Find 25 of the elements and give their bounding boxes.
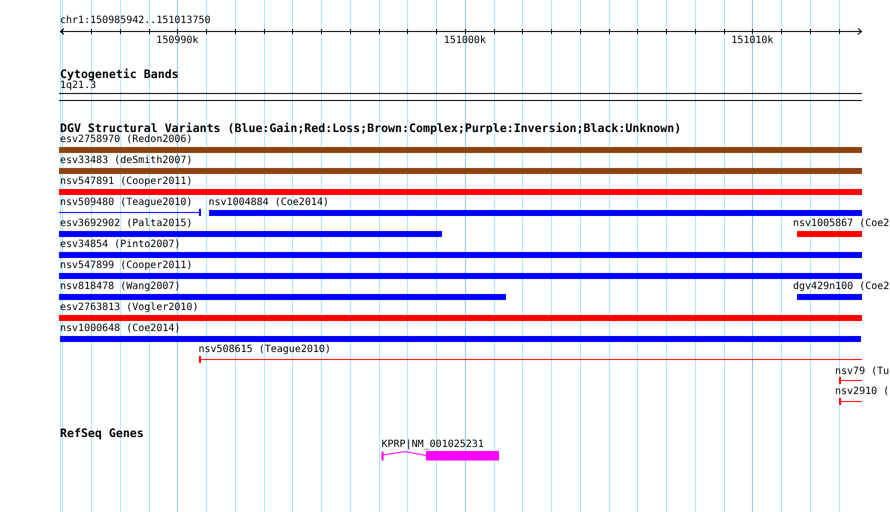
band-label: 1q21.3: [60, 80, 96, 92]
variant-label: esv34854 (Pinto2007): [60, 239, 180, 251]
variant-label: nsv79 (Tu: [835, 366, 890, 378]
variant-label: esv3692902 (Palta2015): [60, 218, 192, 230]
variant-label: esv2758970 (Redon2006): [60, 134, 192, 146]
track-heading: Cytogenetic Bands: [60, 68, 179, 80]
variant-label: nsv547891 (Cooper2011): [60, 176, 192, 188]
tick-label: 150990k: [156, 34, 198, 46]
variant-label: nsv509480 (Teague2010): [60, 197, 192, 209]
track-heading: RefSeq Genes: [60, 426, 144, 440]
variant-label: esv2763813 (Vogler2010): [60, 302, 198, 314]
variant-label: dgv429n100 (Coe2: [793, 280, 890, 293]
variant-label: nsv547899 (Cooper2011): [60, 260, 192, 272]
variant-label: nsv2910 (: [835, 386, 890, 398]
variant-label: nsv508615 (Teague2010): [198, 344, 331, 356]
tick-label: 151000k: [444, 34, 486, 46]
tick-label: 151010k: [731, 34, 774, 46]
gene-label: KPRP|NM_001025231: [382, 439, 484, 452]
variant-label: nsv1004884 (Coe2014): [208, 197, 329, 209]
variant-label: nsv1000648 (Coe2014): [60, 323, 180, 335]
track-heading: DGV Structural Variants (Blue:Gain;Red:Loss;Brown:Complex;Purple:Inversion;Black:Unknown): [60, 122, 682, 134]
variant-label: nsv1005867 (Coe2: [793, 218, 890, 230]
coordinate-range-label: chr1:150985942..151013750: [60, 15, 211, 27]
variant-label: nsv818478 (Wang2007): [60, 280, 180, 293]
variant-label: esv33483 (deSmith2007): [60, 155, 192, 167]
